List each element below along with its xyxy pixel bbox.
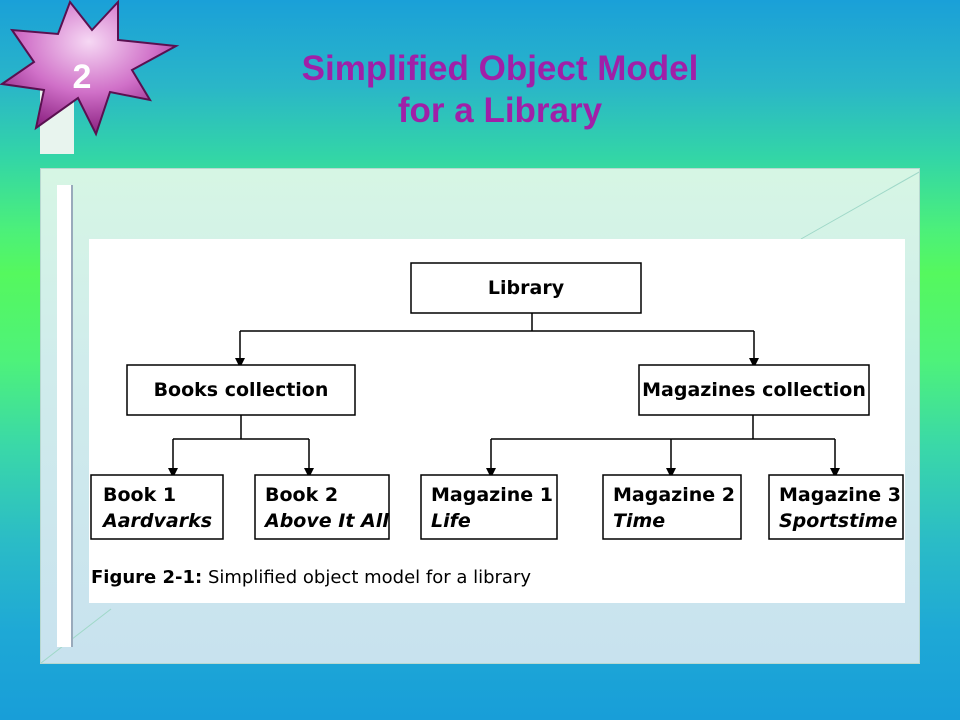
node-magazine-3-label: Magazine 3 (779, 484, 901, 506)
node-book-1: Book 1 Aardvarks (90, 474, 224, 540)
panel-decoration (41, 171, 919, 663)
figure-caption-number: Figure 2-1: (91, 567, 203, 588)
node-magazine-1: Magazine 1 Life (420, 474, 558, 540)
node-book-1-subtitle: Aardvarks (101, 510, 212, 532)
node-book-2-label: Book 2 (265, 484, 338, 506)
connectors (168, 313, 840, 478)
object-model-diagram: Library Books collection Magazines colle… (90, 262, 904, 540)
node-library-label: Library (488, 277, 565, 299)
node-books-collection-label: Books collection (154, 379, 329, 401)
left-accent-bar (57, 185, 71, 647)
badge-number: 2 (73, 58, 92, 96)
node-magazine-3-subtitle: Sportstime (779, 510, 897, 532)
node-magazine-1-subtitle: Life (431, 510, 471, 532)
badge-star-shape (0, 0, 180, 137)
figure-caption-text: Simplified object model for a library (202, 567, 531, 588)
node-book-2: Book 2 Above It All (254, 474, 390, 540)
title-line-1: Simplified Object Model (301, 49, 699, 88)
node-magazines-collection: Magazines collection (638, 364, 870, 416)
node-library: Library (410, 262, 642, 314)
figure-image: Library Books collection Magazines colle… (89, 239, 905, 603)
node-books-collection: Books collection (126, 364, 356, 416)
slide-title: Simplified Object Model for a Library (200, 48, 800, 132)
node-magazine-2-label: Magazine 2 (613, 484, 735, 506)
node-magazine-2-subtitle: Time (613, 510, 665, 532)
content-panel: Library Books collection Magazines colle… (40, 168, 920, 664)
badge-star: 2 (0, 0, 180, 137)
node-magazines-collection-label: Magazines collection (642, 379, 866, 401)
figure-caption: Figure 2-1: Simplified object model for … (91, 567, 531, 588)
node-magazine-3: Magazine 3 Sportstime (768, 474, 904, 540)
title-line-2: for a Library (397, 91, 603, 130)
node-magazine-2: Magazine 2 Time (602, 474, 742, 540)
node-magazine-1-label: Magazine 1 (431, 484, 553, 506)
node-book-2-subtitle: Above It All (263, 510, 389, 532)
node-book-1-label: Book 1 (103, 484, 176, 506)
